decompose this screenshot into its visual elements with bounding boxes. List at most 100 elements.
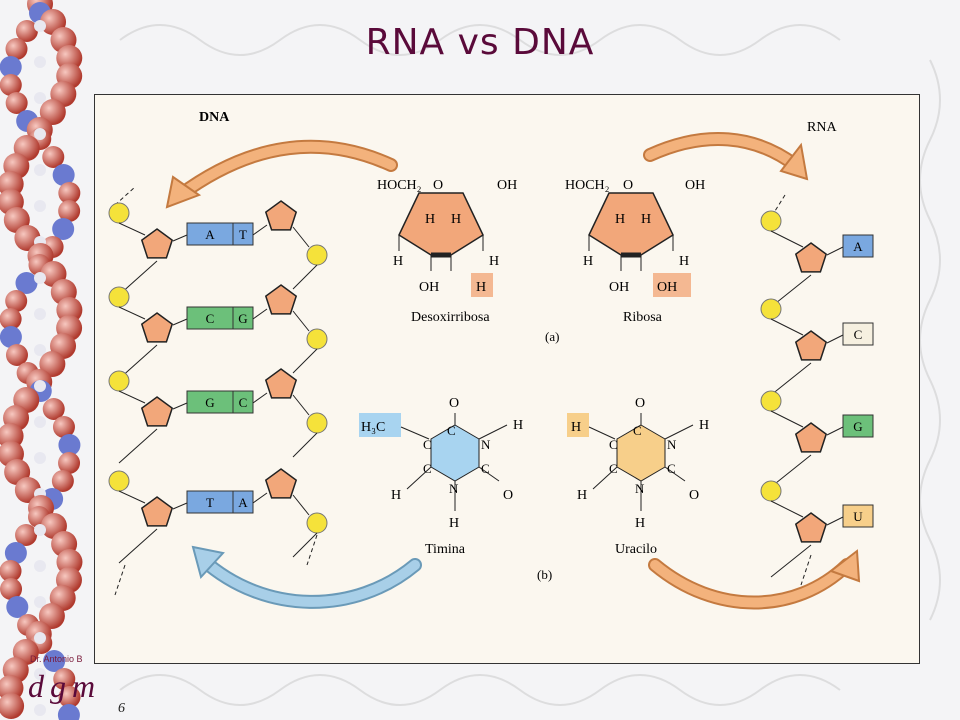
helix-atom [34, 272, 46, 284]
thymine-n-right: N [481, 437, 491, 452]
deoxyribose-structure: HOCH₂ O OH H H H H OH H Desoxirribosa [377, 178, 517, 325]
base-block [232, 306, 254, 330]
glycosidic-bond [826, 334, 844, 344]
deoxy-h2: H [451, 212, 461, 227]
phosphate-circle [306, 512, 328, 534]
sugar-pentagon [140, 396, 174, 427]
backbone-bond [118, 528, 158, 564]
uracil-o-top: O [635, 396, 645, 411]
ribose-o: O [623, 178, 633, 193]
base-block [232, 390, 254, 414]
helix-atom [34, 308, 46, 320]
base-block [842, 322, 874, 346]
thymine-c-bottom-left: C [423, 461, 432, 476]
backbone-bond [770, 318, 804, 336]
panel-a-label: (a) [545, 329, 559, 344]
ribose-h4: H [679, 254, 689, 269]
thymine-structure: O H₃C C C N H C C N H O H Timina [359, 396, 523, 557]
slide-title: RNA vs DNA [365, 22, 595, 63]
base-block [232, 490, 254, 514]
glycosidic-bond [252, 308, 268, 320]
deoxy-oh-top: OH [497, 178, 517, 193]
helix-atom [34, 128, 46, 140]
helix-atom [5, 92, 28, 114]
watermark-pattern [119, 24, 941, 706]
sugar-pentagon [264, 200, 298, 231]
helix-atom [34, 632, 46, 644]
thymine-n-bottom: N [449, 481, 459, 496]
helix-atom [34, 164, 46, 176]
helix-atom [34, 560, 46, 572]
glycosidic-bond [252, 224, 268, 236]
base-letter: G [205, 395, 214, 410]
uracil-c-bottom-left: C [609, 461, 618, 476]
thymine-o-top: O [449, 396, 459, 411]
backbone-bond [118, 222, 146, 236]
backbone-bond [118, 390, 146, 404]
helix-atom [0, 74, 22, 96]
sugar-pentagon [140, 228, 174, 259]
helix-atom [52, 218, 75, 240]
helix-atom [0, 693, 25, 719]
helix-atom [34, 380, 46, 392]
deoxy-hoch2: HOCH₂ [377, 178, 422, 193]
backbone-bond [770, 544, 812, 578]
helix-atom [34, 56, 46, 68]
glycosidic-bond [826, 516, 844, 526]
helix-atom [15, 20, 38, 42]
backbone-bond [292, 348, 318, 374]
helix-atom [0, 326, 22, 348]
strand-end [800, 554, 812, 586]
ribose-caption: Ribosa [623, 310, 663, 325]
helix-atom [34, 704, 46, 716]
helix-atom [58, 686, 81, 708]
phosphate-circle [760, 210, 782, 232]
backbone-bond [118, 306, 146, 320]
deoxy-o: O [433, 178, 443, 193]
helix-atom [52, 164, 75, 186]
strand-end [306, 534, 318, 566]
helix-atom [51, 470, 74, 492]
deoxy-h3: H [393, 254, 403, 269]
base-letter: C [206, 311, 215, 326]
strand-end [774, 194, 786, 212]
base-letter: A [205, 227, 215, 242]
sugar-pentagon [140, 496, 174, 527]
dna-helix-decoration [0, 0, 83, 720]
thymine-h-left: H [391, 488, 401, 503]
helix-atom [53, 668, 76, 690]
page-number: 6 [118, 701, 125, 716]
ribose-oh-top: OH [685, 178, 705, 193]
sugar-pentagon [264, 284, 298, 315]
uracil-structure: O H C C N H C C N H O H Uracilo [567, 396, 709, 557]
helix-atom [34, 344, 46, 356]
arrow-bottom-right [648, 549, 861, 610]
glycosidic-bond [826, 426, 844, 436]
phosphate-circle [108, 470, 130, 492]
ribose-hoch2: HOCH₂ [565, 178, 610, 193]
glycosidic-bond [172, 318, 188, 326]
glycosidic-bond [252, 392, 268, 404]
sugar-pentagon [140, 312, 174, 343]
glycosidic-bond [172, 234, 188, 242]
uracil-n-bottom: N [635, 481, 645, 496]
helix-atom [14, 225, 41, 251]
phosphate-circle [760, 480, 782, 502]
base-letter: T [206, 495, 214, 510]
base-letter: G [853, 419, 862, 434]
helix-atom [57, 704, 80, 720]
ribose-h2: H [641, 212, 651, 227]
thymine-c-top: C [447, 423, 456, 438]
ribose-oh-bottom2: OH [657, 280, 677, 295]
thymine-c-bottom-right: C [481, 461, 490, 476]
backbone-bond [770, 230, 804, 248]
sugar-pentagon [264, 368, 298, 399]
deoxyribose-caption: Desoxirribosa [411, 310, 490, 325]
helix-atom [5, 344, 28, 366]
sugar-pentagon [264, 468, 298, 499]
thymine-h-bottom: H [449, 516, 459, 531]
sugar-pentagon [794, 512, 828, 543]
